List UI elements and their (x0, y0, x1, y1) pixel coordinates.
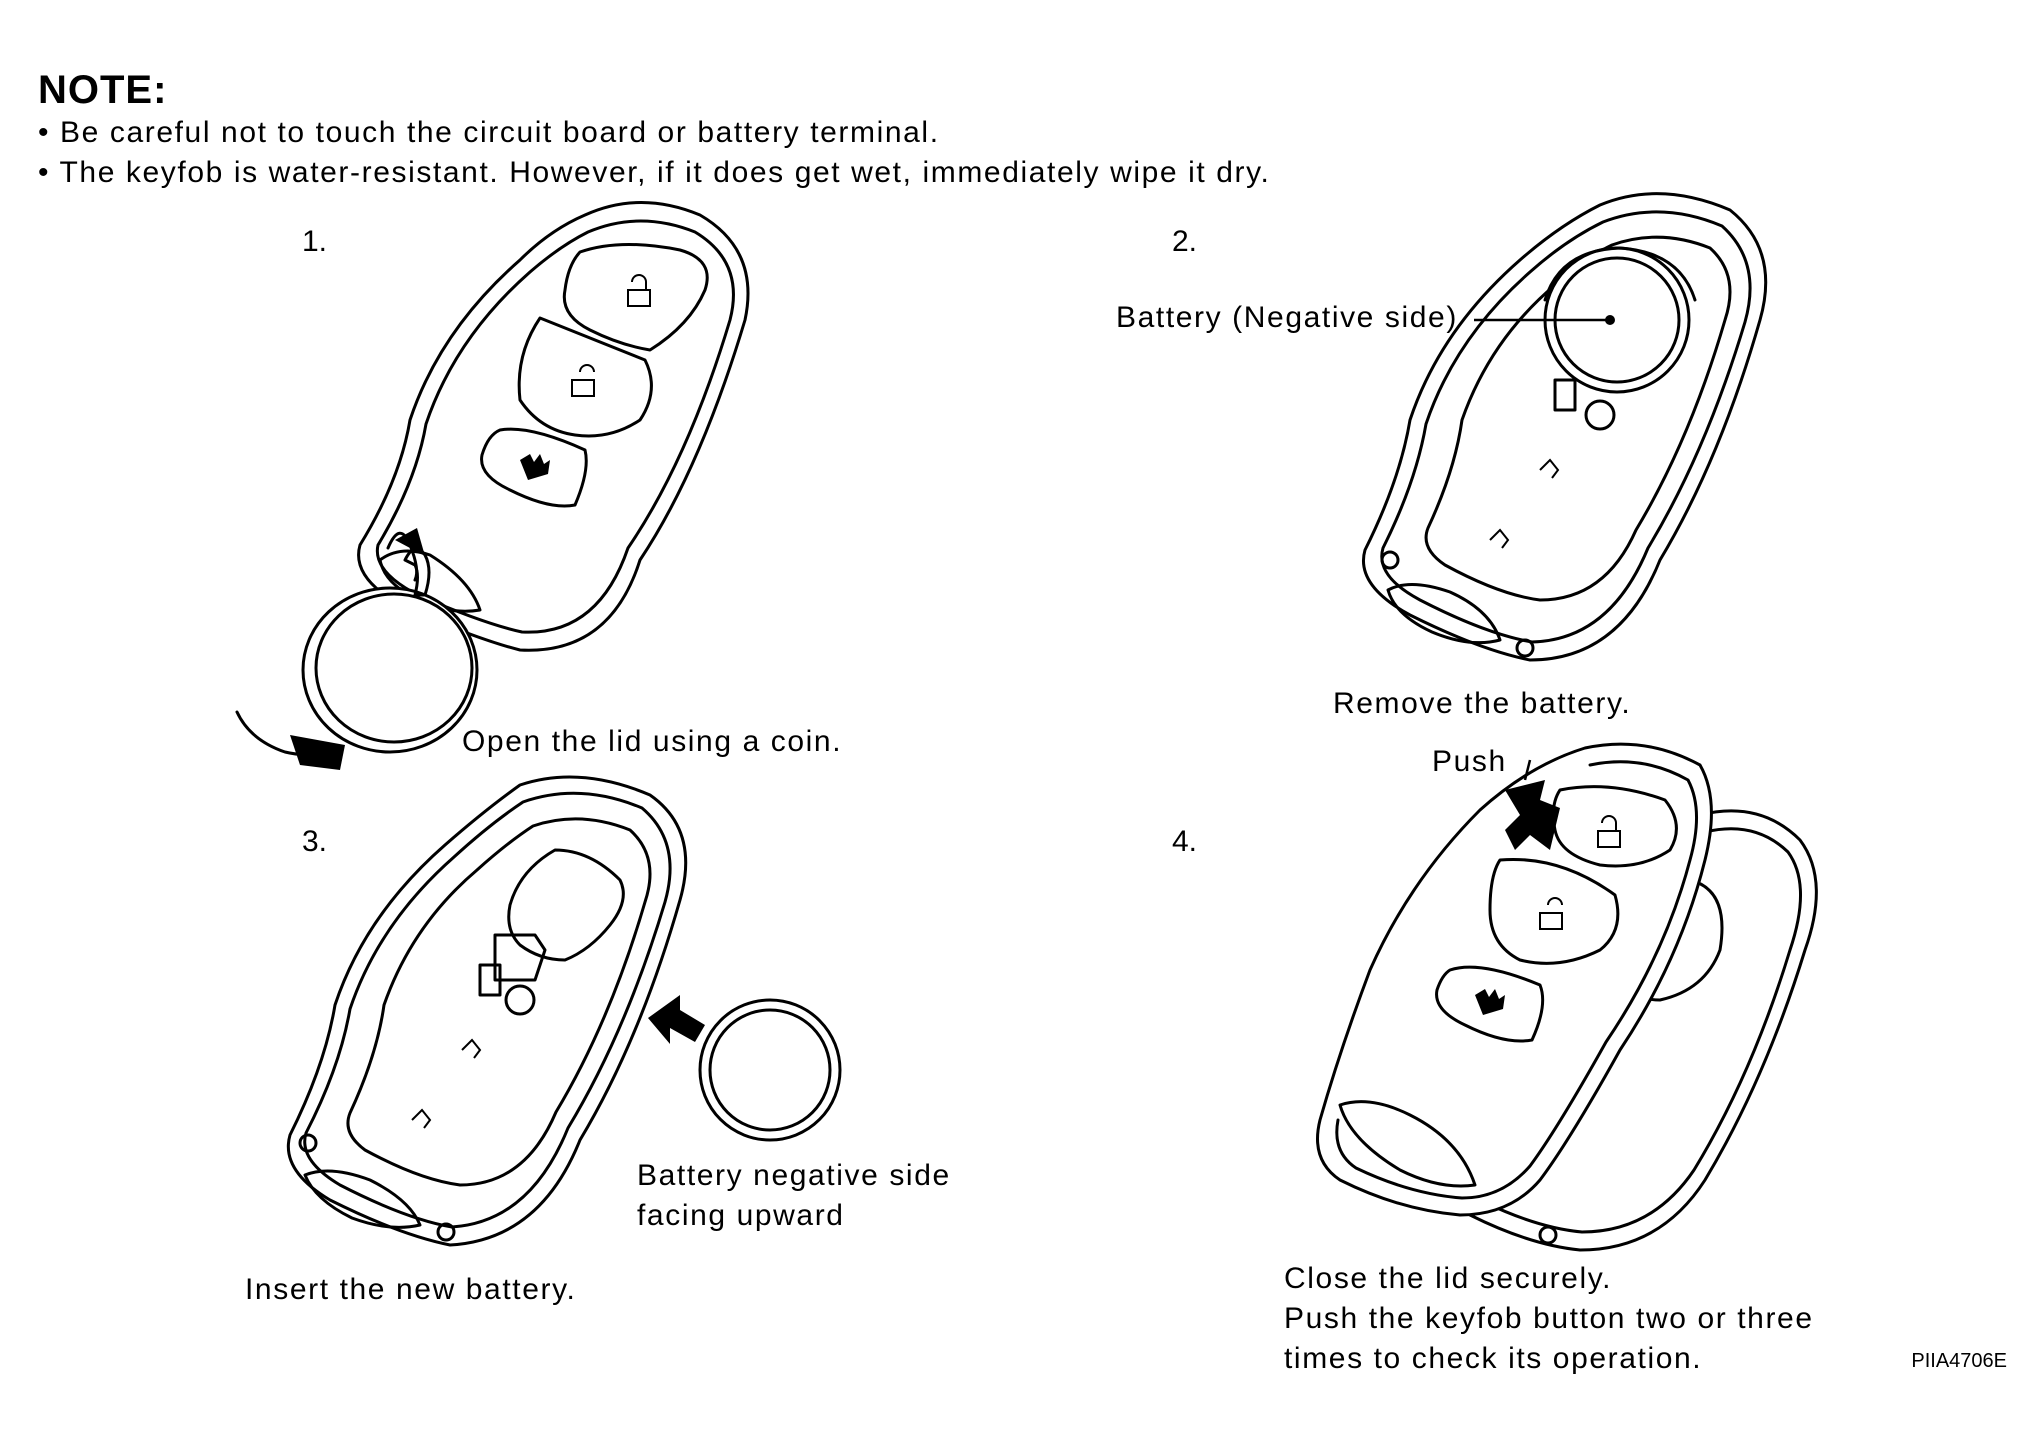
step-1-number: 1. (302, 225, 328, 258)
step-4-caption-line-2: Push the keyfob button two or three (1284, 1302, 1814, 1335)
step-2-caption: Remove the battery. (1333, 687, 1632, 720)
figure-code: PIIA4706E (1911, 1350, 2007, 1372)
step-2-battery-callout: Battery (Negative side) (1116, 301, 1458, 334)
step1-keyfob-illustration (235, 201, 750, 770)
note-title: NOTE: (38, 68, 168, 112)
step2-keyfob-illustration (1362, 192, 1768, 662)
step-4-caption-line-1: Close the lid securely. (1284, 1262, 1613, 1295)
step-2-number: 2. (1172, 225, 1198, 258)
step-4-push-callout: Push (1432, 745, 1507, 778)
step-3-callout-line-1: Battery negative side (637, 1159, 951, 1192)
step-4-number: 4. (1172, 825, 1198, 858)
step-3-caption: Insert the new battery. (245, 1273, 577, 1306)
step-1-caption: Open the lid using a coin. (462, 725, 843, 758)
step3-keyfob-illustration (286, 775, 842, 1247)
step-3-number: 3. (302, 825, 328, 858)
step-3-callout-line-2: facing upward (637, 1199, 845, 1232)
step4-keyfob-illustration (1316, 742, 1818, 1252)
step-4-caption-line-3: times to check its operation. (1284, 1342, 1703, 1375)
note-bullet-circuit-board: • Be careful not to touch the circuit bo… (38, 116, 940, 149)
note-bullet-water-resistant: • The keyfob is water-resistant. However… (38, 156, 1271, 189)
